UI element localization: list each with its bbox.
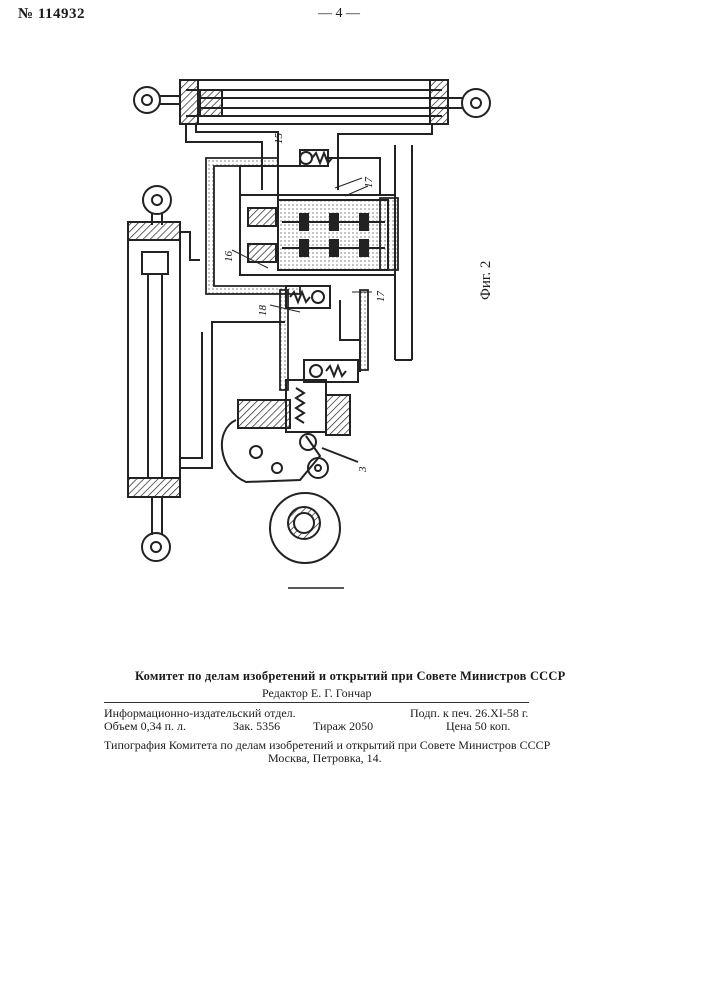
callout-18: 18 [257,305,269,317]
address-line: Москва, Петровка, 14. [268,751,382,765]
spool-valve [240,195,395,275]
pipelines [180,124,432,468]
callout-3: 3 [357,466,369,473]
publisher-text: Информационно-издательский отдел. [104,706,296,720]
editor-line: Редактор Е. Г. Гончар [262,686,371,700]
order-text: Зак. 5356 [233,719,280,733]
vertical-cylinder [128,186,180,561]
callout-17-bottom: 17 [375,291,387,303]
footer-rule [104,702,529,703]
price-text: Цена 50 коп. [446,719,510,733]
cam [270,493,340,563]
figure-label: Фиг. 2 [478,261,495,300]
horizontal-cylinder [134,80,490,124]
control-mechanism [222,380,358,482]
printing-house-line: Типография Комитета по делам изобретений… [104,738,550,752]
callout-17-top: 17 [363,177,375,189]
relief-valve-15 [300,150,332,166]
circulation-text: Тираж 2050 [313,719,373,733]
signed-for-print-text: Подп. к печ. 26.XI-58 г. [410,706,528,720]
callout-15: 15 [273,133,285,145]
committee-line: Комитет по делам изобретений и открытий … [135,669,565,683]
callout-16: 16 [223,251,235,263]
volume-text: Объем 0,34 п. л. [104,719,186,733]
throttle-valve [304,360,358,382]
